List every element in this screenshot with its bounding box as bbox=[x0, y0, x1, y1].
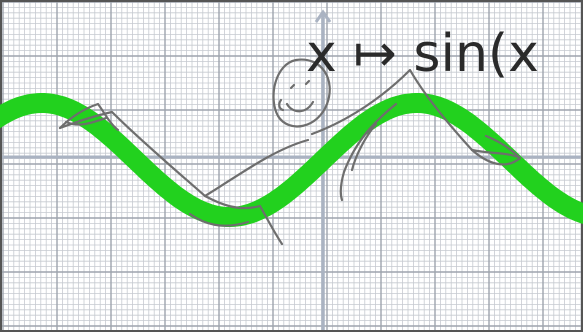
formula-label: x ↦ sin(x bbox=[306, 24, 539, 84]
figure-right-shin bbox=[350, 122, 378, 172]
figure-back-line bbox=[310, 68, 522, 160]
figure-eyes bbox=[289, 79, 311, 90]
sine-curve bbox=[0, 93, 583, 227]
figure-head bbox=[272, 58, 331, 128]
figure-right-hand bbox=[470, 134, 522, 166]
figure-left-foot bbox=[188, 212, 250, 227]
figure-belly-line bbox=[58, 110, 310, 198]
figure-left-fingers bbox=[64, 116, 108, 126]
figure-left-leg bbox=[203, 194, 284, 246]
stick-figure bbox=[58, 58, 522, 246]
figure-left-hand bbox=[58, 102, 120, 132]
figure-smile bbox=[285, 100, 315, 113]
figure-right-leg bbox=[339, 102, 398, 202]
figure-ear bbox=[278, 98, 285, 112]
y-axis-arrowhead bbox=[314, 9, 332, 23]
